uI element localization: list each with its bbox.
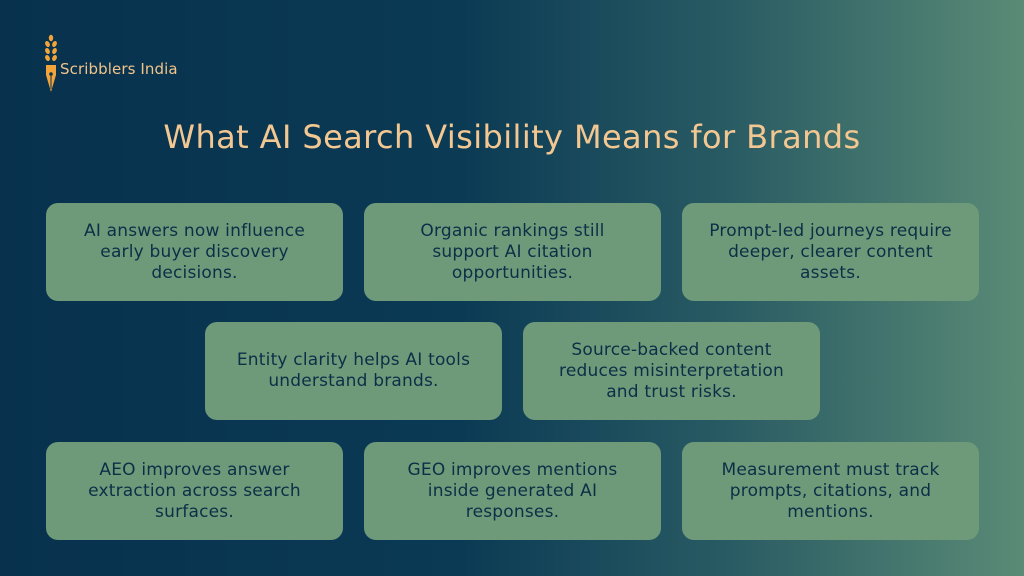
brand-name: Scribblers India — [60, 60, 178, 78]
page-title: What AI Search Visibility Means for Bran… — [163, 118, 861, 156]
card-source-backed-content: Source-backed content reduces misinterpr… — [523, 322, 820, 420]
card-entity-clarity: Entity clarity helps AI tools understand… — [205, 322, 502, 420]
card-geo: GEO improves mentions inside generated A… — [364, 442, 661, 540]
card-text: Entity clarity helps AI tools understand… — [236, 350, 471, 391]
card-prompt-led-journeys: Prompt-led journeys require deeper, clea… — [682, 203, 979, 301]
card-ai-answers: AI answers now influence early buyer dis… — [46, 203, 343, 301]
wheat-pen-icon — [45, 34, 57, 92]
card-aeo: AEO improves answer extraction across se… — [46, 442, 343, 540]
card-text: Measurement must track prompts, citation… — [721, 459, 940, 522]
card-text: GEO improves mentions inside generated A… — [407, 459, 618, 522]
card-measurement: Measurement must track prompts, citation… — [682, 442, 979, 540]
card-text: Organic rankings still support AI citati… — [420, 220, 605, 283]
card-text: AI answers now influence early buyer dis… — [83, 220, 305, 283]
card-text: AEO improves answer extraction across se… — [88, 459, 301, 522]
brand-logo: Scribblers India — [40, 34, 240, 94]
card-text: Source-backed content reduces misinterpr… — [559, 339, 784, 402]
card-organic-rankings: Organic rankings still support AI citati… — [364, 203, 661, 301]
card-text: Prompt-led journeys require deeper, clea… — [709, 220, 952, 283]
